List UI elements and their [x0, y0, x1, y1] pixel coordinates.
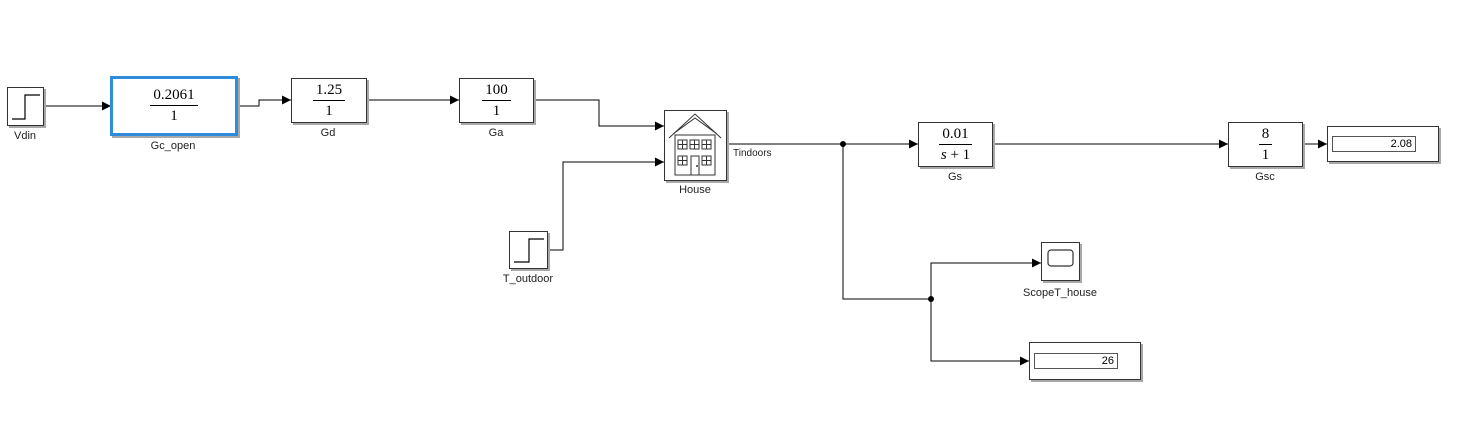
block-label-ga: Ga [488, 127, 504, 139]
block-label-t-outdoor: T_outdoor [502, 273, 554, 285]
display-block-top[interactable]: 2.08 [1327, 126, 1439, 162]
block-label-scope: ScopeT_house [1023, 287, 1097, 299]
block-label-gs: Gs [947, 171, 963, 183]
numerator: 100 [482, 82, 511, 101]
denominator: 1 [492, 102, 501, 119]
step-icon [514, 238, 544, 263]
wire-to-scope [930, 258, 1041, 299]
display-block-bottom[interactable]: 26 [1029, 342, 1141, 380]
transfer-function: 0.2061 1 [113, 88, 235, 124]
transfer-fcn-gd[interactable]: 1.25 1 [291, 78, 367, 123]
transfer-function: 100 1 [460, 82, 533, 119]
signal-label-tindoors: Tindoors [733, 148, 772, 159]
transfer-fcn-gsc[interactable]: 8 1 [1228, 122, 1303, 167]
display-value: 2.08 [1332, 136, 1416, 152]
denominator: 1 [325, 102, 333, 119]
numerator: 1.25 [312, 82, 346, 101]
wire-gc-to-gd [238, 95, 291, 107]
house-icon [668, 113, 722, 176]
wire-to-display-bottom [930, 299, 1029, 366]
subsystem-house[interactable] [664, 110, 727, 181]
block-label-vdin: Vdin [13, 130, 37, 142]
transfer-fcn-gc-open[interactable]: 0.2061 1 [110, 76, 238, 136]
transfer-function: 1.25 1 [292, 82, 366, 119]
branch-point [928, 296, 934, 302]
laplace-variable: s [940, 146, 947, 163]
step-block-t-outdoor[interactable] [509, 231, 548, 269]
wire-toutdoor-to-house [548, 157, 664, 251]
wire-ga-to-house [534, 99, 664, 131]
numerator: 8 [1258, 126, 1273, 145]
transfer-fcn-gs[interactable]: 0.01 s + 1 [918, 122, 993, 167]
block-label-house: House [679, 184, 711, 196]
transfer-function: 0.01 s + 1 [919, 126, 992, 163]
block-label-gd: Gd [320, 127, 336, 139]
display-value: 26 [1034, 353, 1118, 369]
scope-block[interactable] [1041, 242, 1080, 281]
numerator: 0.2061 [150, 88, 198, 106]
block-label-gsc: Gsc [1255, 171, 1275, 183]
denominator: 1 [1261, 146, 1270, 163]
transfer-function: 8 1 [1229, 126, 1302, 163]
step-block-vdin[interactable] [7, 87, 44, 126]
branch-point [840, 141, 846, 147]
wire-branch-down [842, 144, 931, 300]
step-icon [12, 94, 40, 120]
transfer-fcn-ga[interactable]: 100 1 [459, 78, 534, 123]
denominator: 1 [170, 108, 178, 124]
numerator: 0.01 [939, 126, 972, 145]
scope-icon [1047, 249, 1074, 267]
denominator: s + 1 [941, 145, 970, 163]
denominator-rest: + 1 [946, 146, 971, 163]
block-label-gc-open: Gc_open [150, 140, 196, 152]
